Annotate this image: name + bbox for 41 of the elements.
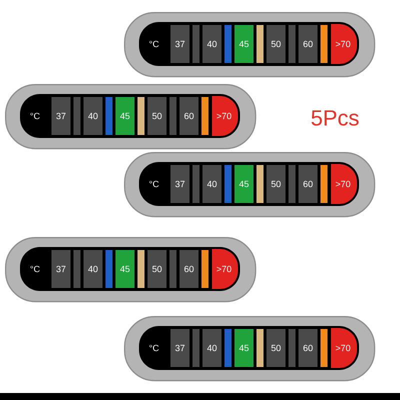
- scale-cell: 60: [180, 97, 198, 135]
- unit-label: °C: [30, 266, 40, 272]
- scale-cell: 50: [266, 25, 286, 63]
- end-cap: >70: [212, 249, 238, 289]
- end-cap: >70: [331, 328, 357, 368]
- unit-label: °C: [30, 112, 40, 120]
- thermometer-strip: [124, 152, 376, 218]
- scale-cell: 40: [202, 329, 222, 367]
- scale-cell: 45: [234, 25, 254, 63]
- end-cap: >70: [331, 24, 357, 64]
- scale-cell: 50: [148, 97, 166, 135]
- thermometer-strip: [5, 84, 256, 150]
- scale-cell: 40: [84, 250, 102, 288]
- scale-cell: 37: [170, 329, 190, 367]
- scale-cell: 60: [298, 165, 318, 203]
- scale-cell: 40: [202, 25, 222, 63]
- scale-cell: 37: [170, 25, 190, 63]
- thermometer-strip: [5, 237, 256, 302]
- unit-label: °C: [150, 344, 159, 352]
- scale-cell: 50: [266, 165, 286, 203]
- scale-cell: 60: [298, 329, 318, 367]
- unit-label: °C: [150, 180, 159, 188]
- unit-label: °C: [150, 40, 159, 48]
- thermometer-strip: [124, 316, 376, 382]
- scale-cell: 37: [170, 165, 190, 203]
- scale-cell: 45: [116, 97, 134, 135]
- scale-cell: 37: [52, 97, 70, 135]
- scale-cell: 45: [234, 329, 254, 367]
- scale-cell: 60: [298, 25, 318, 63]
- scale-cell: 45: [116, 250, 134, 288]
- scale-cell: 60: [180, 250, 198, 288]
- scale-cell: 45: [234, 165, 254, 203]
- scale-cell: 40: [202, 165, 222, 203]
- thermometer-strip: [124, 12, 376, 78]
- quantity-label: 5Pcs: [312, 110, 359, 126]
- scale-cell: 50: [266, 329, 286, 367]
- scale-cell: 40: [84, 97, 102, 135]
- scale-cell: 37: [52, 250, 70, 288]
- end-cap: >70: [212, 96, 238, 136]
- end-cap: >70: [331, 164, 357, 204]
- scale-cell: 50: [148, 250, 166, 288]
